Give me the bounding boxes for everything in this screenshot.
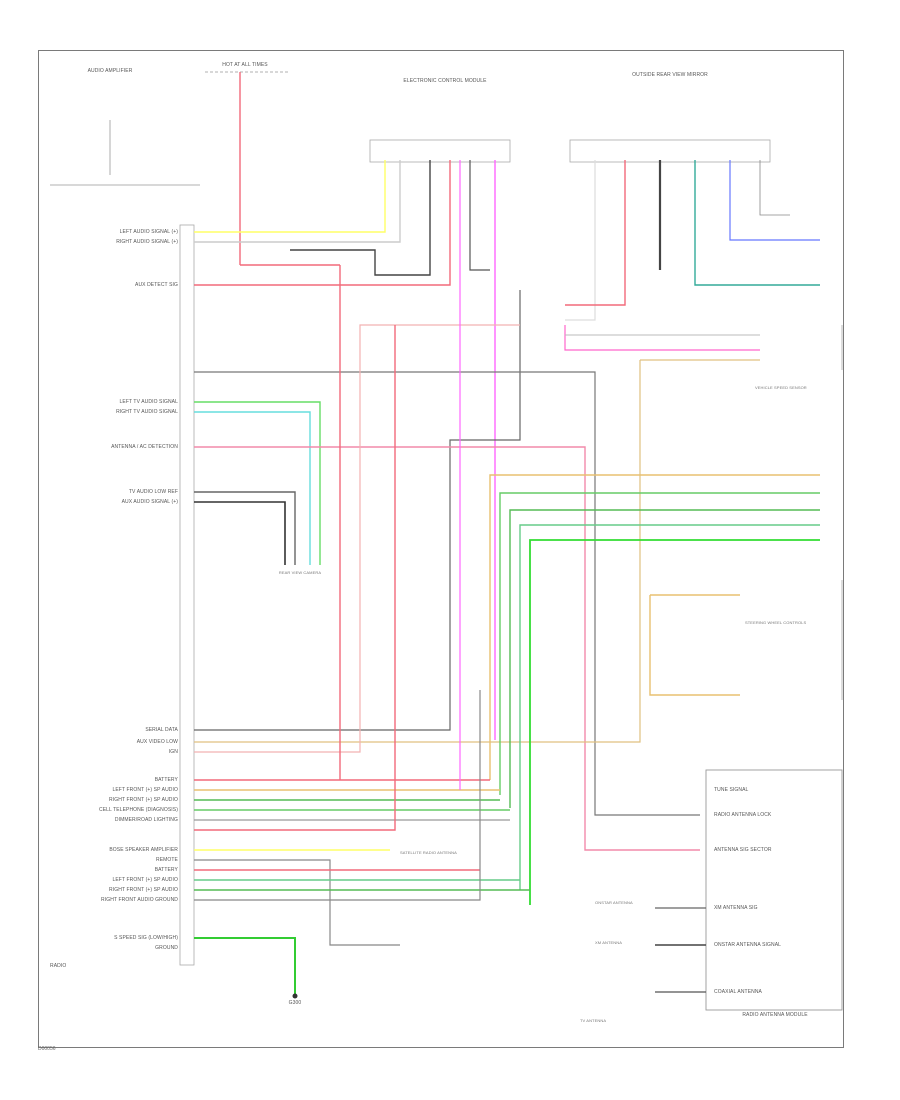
label-speed-sensor: S SPEED SIG (LOW/HIGH): [114, 935, 178, 941]
right-module-label: OUTSIDE REAR VIEW MIRROR: [632, 72, 708, 78]
antenna-pin-0: TUNE SIGNAL: [714, 787, 749, 793]
center-module-label: ELECTRONIC CONTROL MODULE: [403, 78, 487, 84]
note-1: STEERING WHEEL CONTROLS: [745, 620, 807, 625]
label-right-front-gnd: RIGHT FRONT AUDIO GROUND: [101, 897, 178, 903]
label-dimmer: DIMMER/ROAD LIGHTING: [114, 817, 178, 823]
wire-red: [194, 160, 451, 286]
label-remote: REMOTE: [156, 857, 178, 863]
ground-label: G300: [288, 1000, 302, 1006]
label-bose: BOSE SPEAKER AMPLIFIER: [109, 847, 178, 853]
label-antenna: ANTENNA / AC DETECTION: [111, 444, 178, 450]
label-serial-data: SERIAL DATA: [145, 727, 178, 733]
label-tv-audio-low: TV AUDIO LOW REF: [128, 489, 178, 495]
radio-connector: [179, 224, 195, 966]
label-aux-audio: AUX AUDIO SIGNAL (+): [121, 499, 178, 505]
antenna-pin-3: XM ANTENNA SIG: [714, 905, 758, 911]
note-3: SATELLITE RADIO ANTENNA: [400, 850, 457, 855]
antenna-module-title: RADIO ANTENNA MODULE: [742, 1012, 808, 1018]
label-ground: GROUND: [155, 945, 178, 951]
label-right-front-spk: RIGHT FRONT (+) SP AUDIO: [109, 887, 178, 893]
label-left-front-sp: LEFT FRONT (+) SP AUDIO: [112, 787, 178, 793]
wire-black: [290, 160, 431, 276]
antenna-pin-5: COAXIAL ANTENNA: [714, 989, 762, 995]
top-left-label: AUDIO AMPLIFIER: [87, 68, 133, 74]
wire-gray: [194, 160, 401, 243]
note-6: TV ANTENNA: [580, 1018, 607, 1023]
wire-blue: [729, 160, 820, 241]
label-cell-phone: CELL TELEPHONE (DIAGNOSIS): [98, 807, 178, 813]
note-4: ONSTAR ANTENNA: [595, 900, 633, 905]
label-right-tv-audio: RIGHT TV AUDIO SIGNAL: [116, 409, 178, 415]
label-right-front-sp: RIGHT FRONT (+) SP AUDIO: [109, 797, 178, 803]
antenna-module: [705, 769, 843, 1011]
fuse-block-label: HOT AT ALL TIMES: [222, 62, 268, 68]
label-aux-detect: AUX DETECT SIG: [135, 282, 178, 288]
note-0: REAR VIEW CAMERA: [278, 570, 322, 575]
label-left-front-spk: LEFT FRONT (+) SP AUDIO: [112, 877, 178, 883]
diagram-frame: [38, 50, 844, 1048]
antenna-pin-4: ONSTAR ANTENNA SIGNAL: [714, 942, 782, 948]
note-2: VEHICLE SPEED SENSOR: [755, 385, 807, 390]
label-radio: RADIO: [50, 963, 67, 969]
figure-id: D00056: [38, 1046, 56, 1052]
antenna-pin-1: RADIO ANTENNA LOCK: [714, 812, 772, 818]
label-battery: BATTERY: [154, 777, 178, 783]
label-battery-2: BATTERY: [154, 867, 178, 873]
label-left-tv-audio: LEFT TV AUDIO SIGNAL: [119, 399, 178, 405]
note-5: XM ANTENNA: [595, 940, 623, 945]
label-left-audio: LEFT AUDIO SIGNAL (+): [119, 229, 178, 235]
label-ign: IGN: [168, 749, 178, 755]
antenna-pin-2: ANTENNA SIG SECTOR: [714, 847, 772, 853]
label-aux-video: AUX VIDEO LOW: [136, 739, 178, 745]
wire-yellow: [194, 160, 386, 233]
wire-teal: [694, 160, 820, 286]
label-right-audio: RIGHT AUDIO SIGNAL (+): [116, 239, 178, 245]
